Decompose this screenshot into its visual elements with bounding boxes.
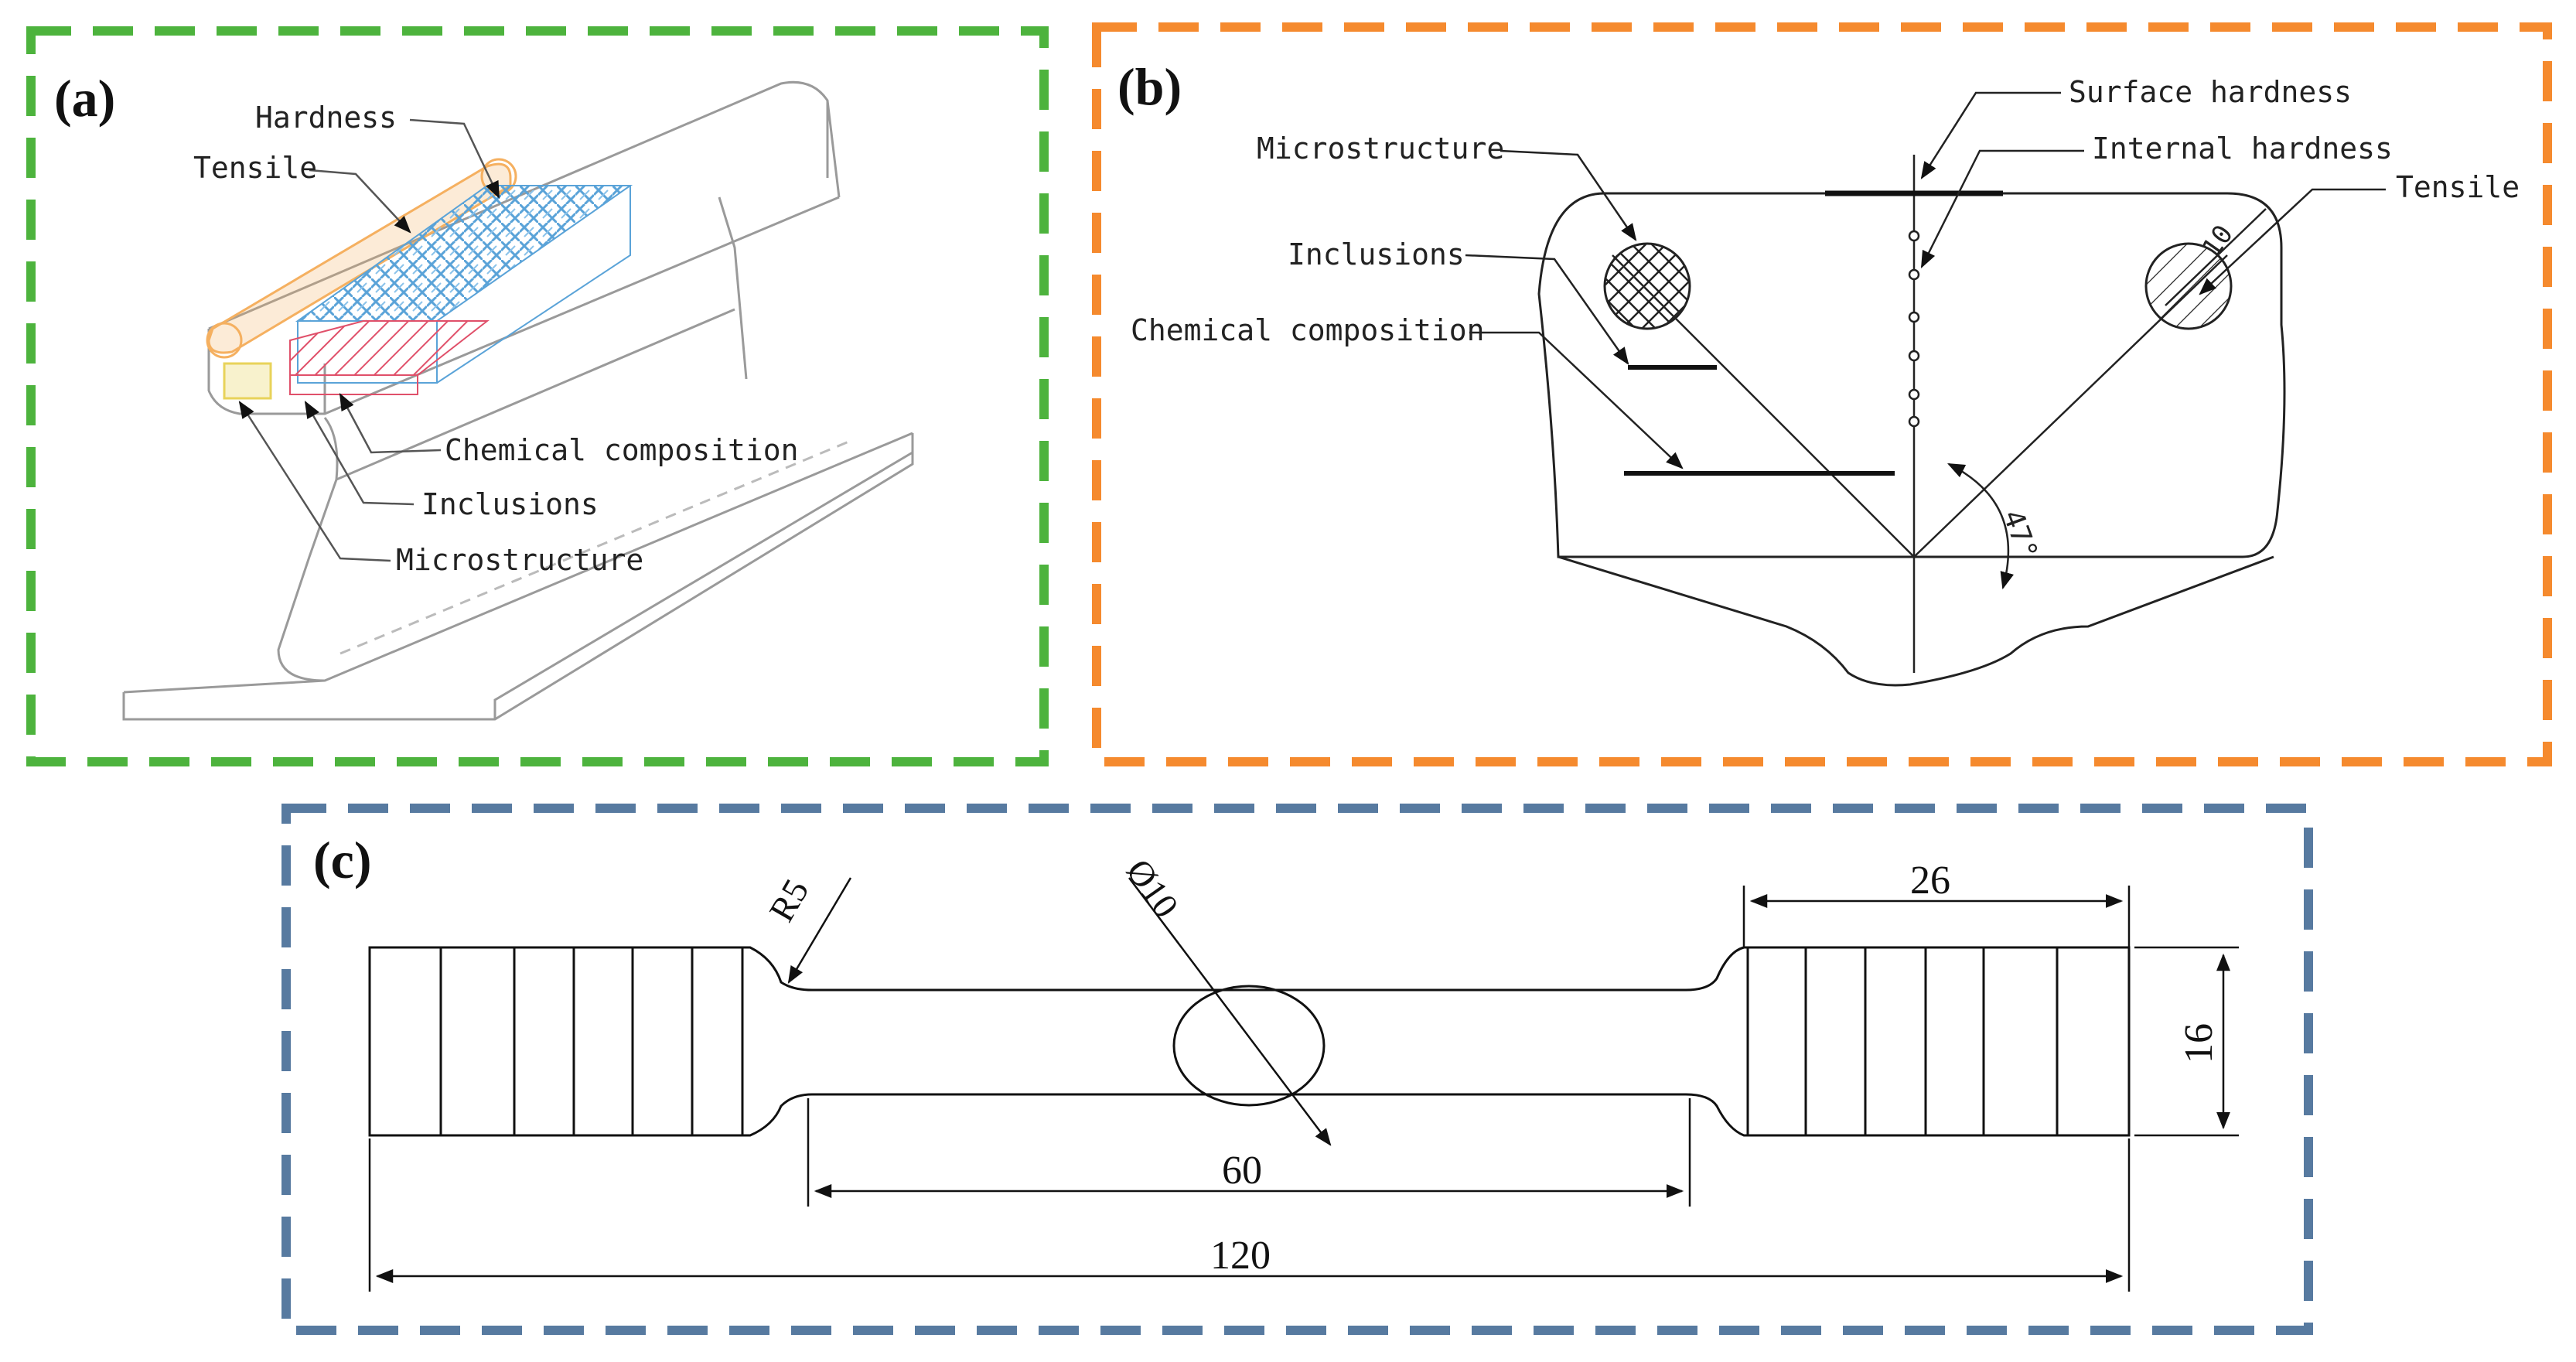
rail-web-section bbox=[1558, 555, 2274, 687]
panel-a: (a) bbox=[26, 26, 1049, 766]
label-internal-hardness: Internal hardness bbox=[2092, 131, 2393, 166]
v-lines bbox=[1612, 254, 2228, 558]
dim-width: 16 bbox=[2177, 1023, 2221, 1063]
label-surface-hardness: Surface hardness bbox=[2069, 75, 2352, 109]
dim-gauge-length: 60 bbox=[1222, 1149, 1262, 1193]
label-chemical-composition: Chemical composition bbox=[445, 433, 799, 467]
hardness-points bbox=[1908, 230, 1920, 428]
chemical-sample bbox=[289, 320, 490, 395]
dimension-lines bbox=[368, 886, 2239, 1292]
label-hardness: Hardness bbox=[255, 101, 397, 135]
rail-head-section bbox=[1537, 192, 2286, 558]
microstructure-sample bbox=[223, 362, 272, 400]
label-tensile-b: Tensile bbox=[2396, 170, 2520, 204]
panel-a-border bbox=[26, 26, 1049, 766]
panel-c: (c) R5 Ø10 bbox=[281, 804, 2313, 1335]
specimen-outline bbox=[368, 946, 2131, 1137]
label-chemical-composition-b: Chemical composition bbox=[1131, 313, 1485, 347]
label-inclusions: Inclusions bbox=[421, 487, 599, 521]
label-inclusions-b: Inclusions bbox=[1288, 237, 1465, 271]
tensile-circle bbox=[2144, 242, 2233, 330]
grip-lines bbox=[439, 947, 2059, 1135]
label-microstructure: Microstructure bbox=[396, 543, 643, 577]
radius-leader bbox=[787, 877, 852, 984]
panel-a-leaders bbox=[238, 118, 500, 562]
panel-b-leaders bbox=[1465, 91, 2386, 469]
angle-label: 47° bbox=[1997, 506, 2044, 564]
panel-b-border bbox=[1092, 22, 2552, 766]
dim-total-length: 120 bbox=[1210, 1234, 1271, 1278]
diameter-leader bbox=[1128, 877, 1332, 1146]
panel-a-label: (a) bbox=[54, 69, 115, 128]
diameter-label: Ø10 bbox=[1119, 852, 1186, 924]
radius-label: R5 bbox=[761, 872, 816, 928]
microstructure-circle bbox=[1603, 242, 1691, 330]
panel-b: (b) 47° Surface h bbox=[1092, 22, 2552, 766]
panel-b-label: (b) bbox=[1117, 57, 1182, 116]
label-tensile: Tensile bbox=[193, 151, 317, 185]
angle-arc bbox=[1947, 463, 2015, 590]
cross-section-ellipse bbox=[1172, 985, 1326, 1107]
panel-c-label: (c) bbox=[313, 831, 371, 889]
panel-c-border bbox=[281, 804, 2313, 1335]
label-microstructure-b: Microstructure bbox=[1257, 131, 1504, 166]
dim-grip-length: 26 bbox=[1910, 859, 1950, 903]
